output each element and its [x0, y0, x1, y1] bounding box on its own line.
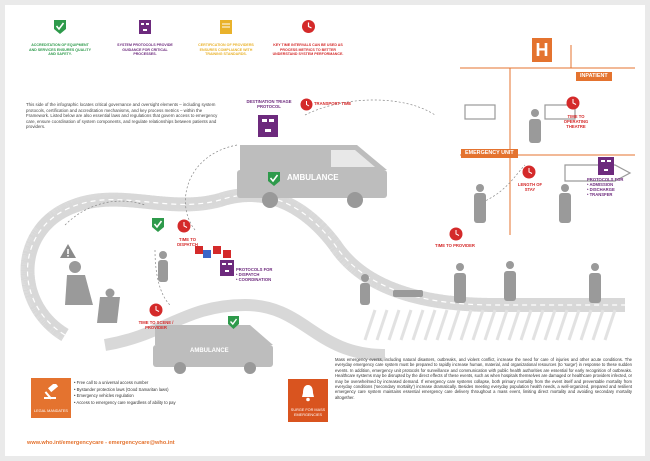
list-item: Access to emergency care regardless of a…: [74, 400, 175, 407]
protocols-admission-heading: Protocols for: [587, 177, 624, 182]
time-to-scene-label: Time to scene / provider: [138, 320, 174, 330]
clock-icon: [449, 227, 463, 241]
time-to-dispatch-label: Time to dispatch: [177, 237, 198, 247]
legend-text: Certification of providers ensures compl…: [198, 43, 254, 57]
protocols-dispatch-list: • Dispatch • Coordination: [236, 272, 272, 282]
intro-paragraph: This side of the infographic locates cri…: [26, 102, 218, 130]
hospital-sign: H: [532, 38, 552, 62]
surge-paragraph: Mass emergency events, including natural…: [335, 357, 632, 400]
protocol-icon: [258, 115, 278, 137]
ambulance-label: AMBULANCE: [287, 173, 339, 182]
time-to-operating-label: Time to operating theatre: [563, 114, 589, 129]
emergency-unit-tag: EMERGENCY UNIT: [461, 149, 518, 158]
list-item: Bystander protection laws (Good Samarita…: [74, 387, 176, 394]
clock-icon: [566, 96, 580, 110]
ambulance-label: AMBULANCE: [190, 348, 229, 354]
destination-triage-label: Destination triage protocol: [246, 99, 292, 109]
warning-icon: [60, 244, 76, 258]
legal-mandates-list: Free call to a universal access number B…: [74, 380, 176, 407]
clock-icon: [300, 98, 313, 111]
background-illustration: [20, 45, 635, 374]
bell-alarm-icon: [302, 385, 314, 402]
infographic-page: Accreditation of equipment and services …: [5, 5, 645, 456]
length-of-stay-label: Length of stay: [517, 182, 543, 192]
clock-icon: [522, 165, 536, 179]
protocol-icon: [598, 157, 614, 175]
gavel-icon: [44, 384, 59, 400]
surge-box: Surge for mass emergencies: [288, 379, 328, 422]
legend-text: System protocols provide guidance for cr…: [117, 43, 173, 57]
inpatient-tag: INPATIENT: [576, 72, 612, 81]
check-shield-icon: [228, 316, 239, 329]
check-shield-icon: [152, 218, 164, 232]
clock-icon: [149, 303, 163, 317]
protocol-icon: [139, 20, 151, 34]
footer-link[interactable]: www.who.int/emergencycare - emergencycar…: [27, 440, 175, 446]
protocol-icon: [220, 260, 234, 276]
time-to-provider-label: Time to provider: [435, 243, 475, 248]
certificate-icon: [220, 20, 232, 34]
protocols-dispatch-heading: Protocols for: [236, 267, 273, 272]
legend-text: Accreditation of equipment and services …: [28, 43, 92, 57]
legend-text: Key time intervals can be used as proces…: [272, 43, 344, 57]
protocols-admission-list: • Admission • Discharge • Transfer: [587, 182, 615, 197]
transport-time-label: Transport time: [314, 101, 352, 106]
check-shield-icon: [268, 172, 280, 186]
list-item: Free call to a universal access number: [74, 380, 176, 387]
legend: Accreditation of equipment and services …: [27, 19, 343, 99]
surge-title: Surge for mass emergencies: [290, 408, 326, 418]
legal-mandates-title: Legal mandates: [34, 409, 68, 414]
clock-icon: [177, 219, 191, 233]
list-item: Emergency vehicles regulation: [74, 393, 176, 400]
legal-mandates-box: Legal mandates: [31, 378, 71, 418]
check-shield-icon: [54, 20, 66, 34]
clock-icon: [302, 20, 315, 33]
